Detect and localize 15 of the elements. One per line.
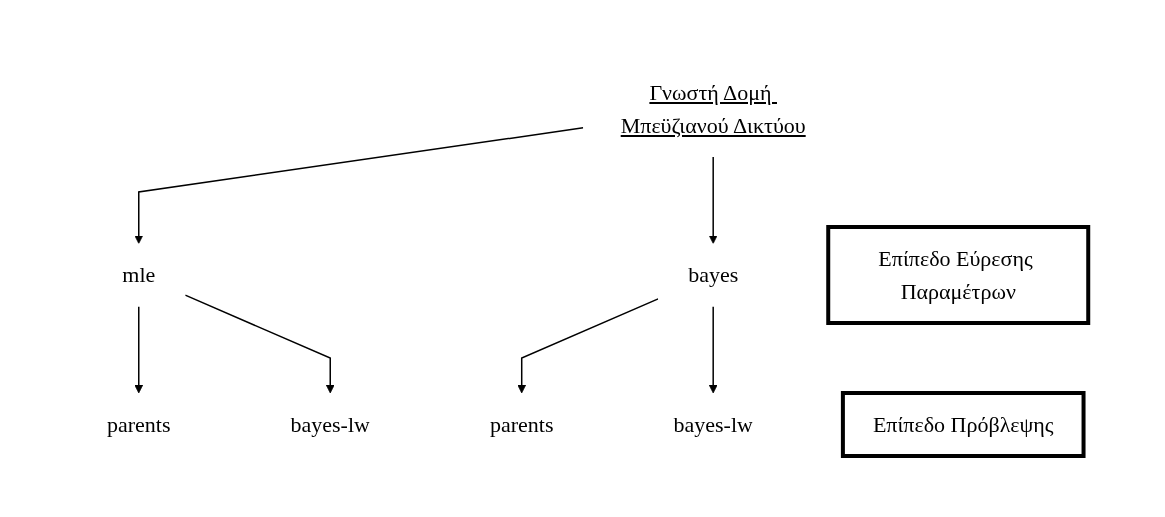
node-text: bayes	[688, 262, 739, 288]
node-text: bayes-lw	[290, 412, 370, 437]
node-text: parents	[489, 412, 554, 437]
arrow	[184, 294, 335, 394]
arrow	[134, 305, 144, 394]
node-text: parents	[106, 412, 171, 437]
node-box: Επίπεδο Πρόβλεψης	[840, 391, 1086, 458]
arrow	[517, 298, 659, 394]
arrow	[134, 127, 584, 244]
arrow	[708, 305, 718, 394]
node-text: Γνωστή Δομή Μπεϋζιανού Δικτύου	[620, 80, 806, 138]
node-box: Επίπεδο Εύρεσης Παραμέτρων	[826, 225, 1091, 325]
arrow	[708, 156, 718, 244]
node-text: bayes-lw	[673, 412, 753, 437]
node-text: mle	[122, 262, 156, 288]
